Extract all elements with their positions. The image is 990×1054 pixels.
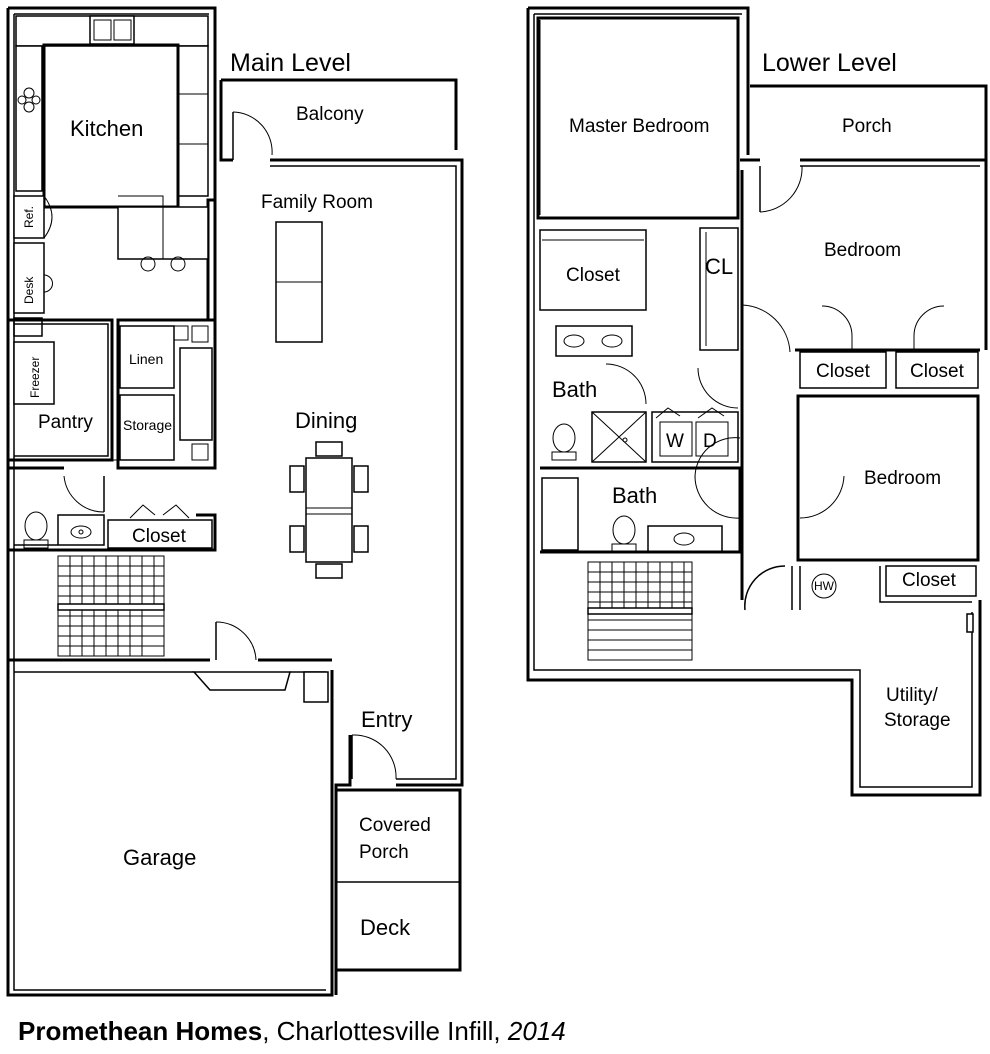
caption-builder: Promethean Homes (18, 1016, 263, 1046)
room-balcony: Balcony (296, 104, 364, 125)
room-garage: Garage (123, 845, 196, 870)
lower-level-plan (526, 6, 988, 797)
main-stairs (57, 555, 165, 657)
room-family-room: Family Room (261, 192, 373, 213)
room-bedroom-2: Bedroom (864, 468, 941, 489)
room-utility-line2: Storage (884, 710, 951, 731)
room-kitchen: Kitchen (70, 116, 143, 141)
room-utility-line1: Utility/ (886, 685, 938, 706)
room-covered-porch-line1: Covered (359, 815, 431, 836)
room-closet-master: Closet (566, 265, 621, 286)
room-entry: Entry (361, 707, 412, 732)
room-closet-a: Closet (816, 361, 871, 382)
dining-table (289, 441, 369, 579)
room-bath-2: Bath (612, 483, 657, 508)
main-level-heading: Main Level (230, 49, 351, 77)
room-bedroom-1: Bedroom (824, 240, 901, 261)
label-washer: W (666, 431, 684, 452)
room-closet-b: Closet (910, 361, 965, 382)
room-bath-1: Bath (552, 377, 597, 402)
label-hw: HW (814, 579, 835, 593)
lower-stairs (587, 561, 693, 661)
room-deck: Deck (360, 915, 411, 940)
caption-project: Charlottesville Infill (276, 1016, 494, 1046)
room-porch: Porch (842, 116, 892, 137)
label-dryer: D (703, 431, 717, 452)
room-linen: Linen (129, 351, 163, 367)
floor-plan: Main Level Kitchen Balcony Family Room R… (6, 6, 988, 997)
room-closet-c: Closet (902, 570, 957, 591)
caption-separator: , (262, 1016, 270, 1046)
room-dining: Dining (295, 408, 357, 433)
label-desk: Desk (22, 276, 36, 304)
main-level-plan (6, 6, 464, 997)
lower-level-heading: Lower Level (762, 49, 897, 77)
room-pantry: Pantry (38, 412, 93, 433)
plan-caption: Promethean Homes, Charlottesville Infill… (18, 1016, 566, 1046)
room-storage: Storage (123, 417, 172, 433)
room-covered-porch-line2: Porch (359, 842, 409, 863)
room-closet-main: Closet (132, 526, 187, 547)
caption-year: 2014 (507, 1016, 566, 1046)
room-cl: CL (705, 254, 733, 279)
room-master-bedroom: Master Bedroom (569, 116, 709, 137)
label-ref: Ref. (22, 206, 36, 228)
label-freezer: Freezer (28, 357, 42, 398)
